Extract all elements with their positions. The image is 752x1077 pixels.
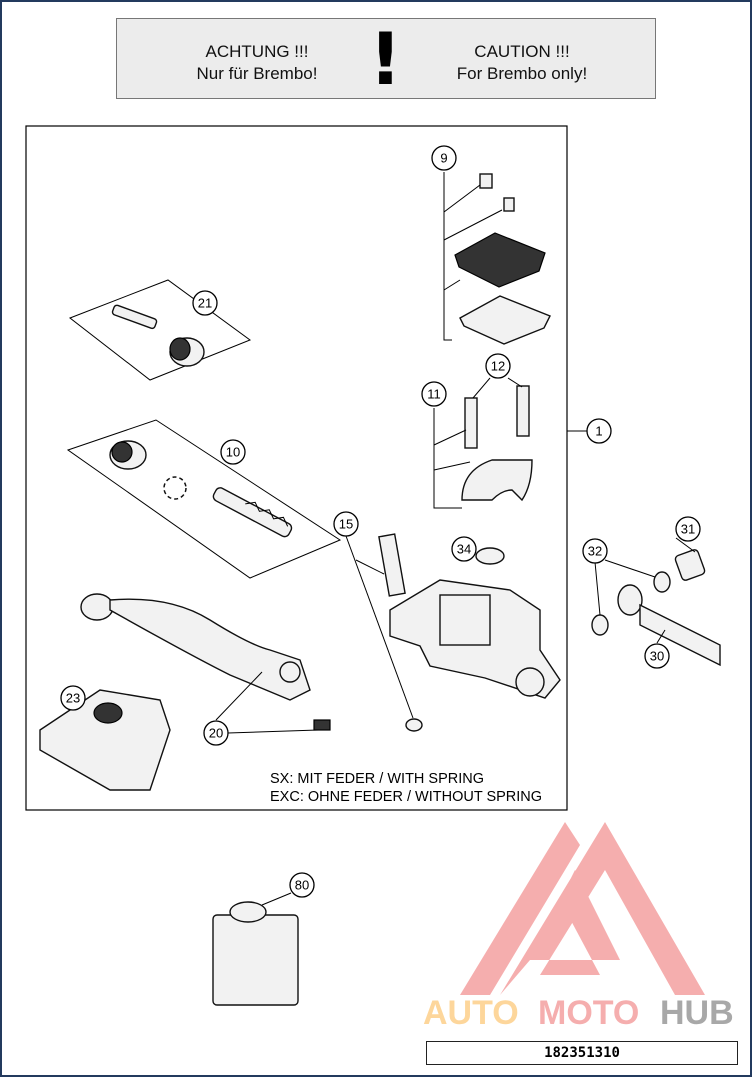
- part-11-clamp: [461, 385, 533, 502]
- svg-text:32: 32: [588, 544, 602, 559]
- part-10-piston-kit: [109, 440, 293, 538]
- callout-30[interactable]: 30: [644, 643, 670, 669]
- caution-english-text: For Brembo only!: [456, 64, 588, 83]
- caution-english-title: CAUTION !!!: [474, 42, 570, 61]
- part-9-reservoir-cover: [454, 173, 551, 345]
- watermark-moto: MOTO: [538, 994, 639, 1032]
- part-80-brake-fluid: [212, 901, 299, 1006]
- caution-german-title: ACHTUNG !!!: [205, 42, 309, 61]
- note-sx: SX: MIT FEDER / WITH SPRING: [270, 771, 484, 787]
- callout-9[interactable]: 9: [431, 145, 457, 171]
- callout-12[interactable]: 12: [485, 353, 511, 379]
- svg-text:11: 11: [427, 387, 441, 402]
- svg-text:20: 20: [209, 726, 223, 741]
- exclamation-icon: !: [369, 17, 402, 101]
- svg-text:9: 9: [440, 151, 447, 166]
- svg-text:1: 1: [595, 424, 602, 439]
- callout-20[interactable]: 20: [203, 720, 229, 746]
- callout-31[interactable]: 31: [675, 516, 701, 542]
- watermark-auto: AUTO: [423, 994, 519, 1032]
- callout-15[interactable]: 15: [333, 511, 359, 537]
- part-23-adjuster: [39, 689, 171, 791]
- caution-german: ACHTUNG !!! Nur für Brembo!: [147, 41, 367, 85]
- svg-text:31: 31: [681, 522, 695, 537]
- callout-32[interactable]: 32: [582, 538, 608, 564]
- watermark-logo: AUTO MOTO HUB: [423, 822, 734, 1032]
- caution-english: CAUTION !!! For Brembo only!: [412, 41, 632, 85]
- callout-21[interactable]: 21: [192, 290, 218, 316]
- watermark-hub: HUB: [660, 994, 734, 1032]
- callout-10[interactable]: 10: [220, 439, 246, 465]
- kit-21-outline: [68, 279, 252, 381]
- master-cylinder-body: [378, 533, 561, 732]
- svg-text:21: 21: [198, 296, 212, 311]
- svg-text:10: 10: [226, 445, 240, 460]
- callout-34[interactable]: 34: [451, 536, 477, 562]
- part-number: 182351310: [426, 1041, 738, 1065]
- svg-text:12: 12: [491, 359, 505, 374]
- callout-11[interactable]: 11: [421, 381, 447, 407]
- svg-text:34: 34: [457, 542, 471, 557]
- callout-1[interactable]: 1: [586, 418, 612, 444]
- kit-10-outline: [66, 419, 342, 579]
- svg-text:30: 30: [650, 649, 664, 664]
- callout-23[interactable]: 23: [60, 685, 86, 711]
- svg-text:80: 80: [295, 878, 309, 893]
- svg-text:15: 15: [339, 517, 353, 532]
- caution-banner: ACHTUNG !!! Nur für Brembo! ! CAUTION !!…: [116, 18, 656, 99]
- assembly-box: [25, 125, 568, 811]
- svg-text:23: 23: [66, 691, 80, 706]
- brake-line-parts: [591, 549, 721, 667]
- note-exc: EXC: OHNE FEDER / WITHOUT SPRING: [270, 789, 542, 805]
- callout-80[interactable]: 80: [289, 872, 315, 898]
- caution-german-text: Nur für Brembo!: [196, 64, 318, 83]
- part-21-piston: [111, 304, 205, 367]
